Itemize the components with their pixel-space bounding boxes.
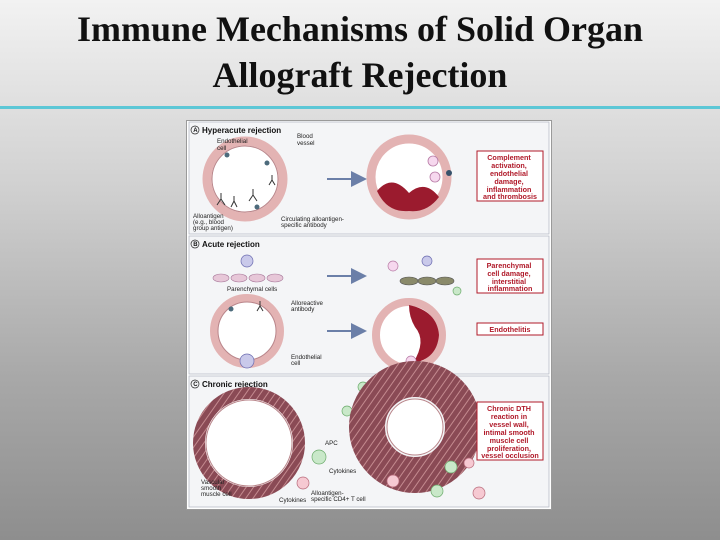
label-blood-group-1: (e.g., blood xyxy=(193,219,225,226)
outcome-c-line-5: muscle cell xyxy=(490,436,529,445)
outcome-text-c: Chronic DTH reaction in vessel wall, int… xyxy=(481,404,539,460)
label-vascular-3: muscle cell xyxy=(201,491,232,498)
panel-b-letter-circle xyxy=(190,239,200,249)
label-alloantigen-a: Alloantigen xyxy=(193,213,224,220)
slide-title-line-2: Allograft Rejection xyxy=(212,55,508,95)
label-blood-a: Blood xyxy=(297,133,313,140)
label-vascular-2: smooth xyxy=(201,485,222,492)
label-alloantigen-c-1: Alloantigen- xyxy=(311,490,344,497)
label-cell-a: cell xyxy=(217,145,226,152)
panel-a-letter: A xyxy=(193,128,198,134)
outcome-c-line-2: reaction in xyxy=(491,412,527,421)
parenchymal-cells-left xyxy=(212,254,284,283)
label-cytokines-c: Cytokines xyxy=(329,468,356,475)
panel-a-title: Hyperacute rejection xyxy=(202,126,281,135)
panel-b-title: Acute rejection xyxy=(202,240,260,249)
vessel-thickened-c xyxy=(349,361,481,493)
label-cytokines-c2: Cytokines xyxy=(279,497,306,504)
label-circulating-1: Circulating alloantigen- xyxy=(281,216,344,223)
outcome-c-line-7: vessel occlusion xyxy=(481,451,539,460)
outcome-c-line-6: proliferation, xyxy=(487,444,531,453)
panel-c-letter: C xyxy=(193,382,198,388)
label-parenchymal-cells: Parenchymal cells xyxy=(227,286,277,293)
label-vascular-1: Vascular xyxy=(201,479,225,486)
outcome-c-line-3: vessel wall, xyxy=(489,420,529,429)
panel-a-letter-circle xyxy=(190,125,200,135)
panel-hyperacute: A Hyperacute rejection Endothelial cell … xyxy=(188,121,550,235)
outcome-a-line-2: activation, xyxy=(491,161,527,170)
label-alloantigen-c-2: specific CD4+ T cell xyxy=(311,496,366,503)
vessel-normal-c xyxy=(193,387,305,499)
label-endothelial-b-2: cell xyxy=(291,360,300,367)
outcome-a-line-1: Complement xyxy=(487,153,531,162)
outcome-b1-line-1: Parenchymal xyxy=(487,261,532,270)
label-alloreactive-1: Alloreactive xyxy=(291,300,324,307)
panel-b-letter: B xyxy=(193,242,198,248)
outcome-a-line-3: endothelial xyxy=(490,169,528,178)
antibody-icons-a xyxy=(216,175,276,208)
slide-title: Immune Mechanisms of Solid Organ Allogra… xyxy=(0,6,720,98)
label-endothelial-b-1: Endothelial xyxy=(291,354,322,361)
panel-c-letter-circle xyxy=(190,379,200,389)
label-vessel-a: vessel xyxy=(297,140,315,147)
outcome-b1-line-2: cell damage, xyxy=(487,269,530,278)
endothelial-lesion-b xyxy=(409,305,439,363)
vessel-lumen-c xyxy=(386,398,444,456)
rejection-diagram: A Hyperacute rejection Endothelial cell … xyxy=(188,121,550,508)
label-alloreactive-2: antibody xyxy=(291,306,315,313)
thrombus-a xyxy=(377,182,439,212)
outcome-box-c xyxy=(476,401,544,461)
outcome-c-line-1: Chronic DTH xyxy=(487,404,531,413)
outcome-text-b1: Parenchymal cell damage, interstitial in… xyxy=(487,261,534,293)
title-divider xyxy=(0,106,720,109)
panel-chronic: C Chronic rejection Vascular smooth musc… xyxy=(188,361,550,508)
label-apc: APC xyxy=(325,440,338,447)
t-cell xyxy=(296,476,310,490)
parenchymal-damage xyxy=(387,255,462,296)
outcome-c-line-4: intimal smooth xyxy=(483,428,534,437)
outcome-box-a xyxy=(476,150,544,202)
panel-c-title: Chronic rejection xyxy=(202,380,268,389)
vessel-normal-a xyxy=(202,136,288,222)
label-blood-group-2: group antigen) xyxy=(193,225,233,232)
outcome-box-b1 xyxy=(476,258,544,294)
label-circulating-2: specific antibody xyxy=(281,222,328,229)
label-endothelial-a: Endothelial xyxy=(217,138,248,145)
outcome-box-b2 xyxy=(476,322,544,336)
rejection-figure: A Hyperacute rejection Endothelial cell … xyxy=(186,120,552,510)
slide-title-line-1: Immune Mechanisms of Solid Organ xyxy=(76,9,644,49)
outcome-a-line-5: inflammation xyxy=(487,185,532,194)
outcome-b1-line-4: inflammation xyxy=(488,284,533,293)
apc-cell xyxy=(311,449,327,465)
outcome-a-line-6: and thrombosis xyxy=(483,192,537,201)
outcome-b1-line-3: interstitial xyxy=(492,277,526,286)
outcome-b2-text: Endothelitis xyxy=(489,325,530,334)
outcome-a-line-4: damage, xyxy=(494,177,523,186)
panel-acute: B Acute rejection Parenchymal cells Allo… xyxy=(188,235,550,375)
outcome-text-a: Complement activation, endothelial damag… xyxy=(483,153,537,201)
